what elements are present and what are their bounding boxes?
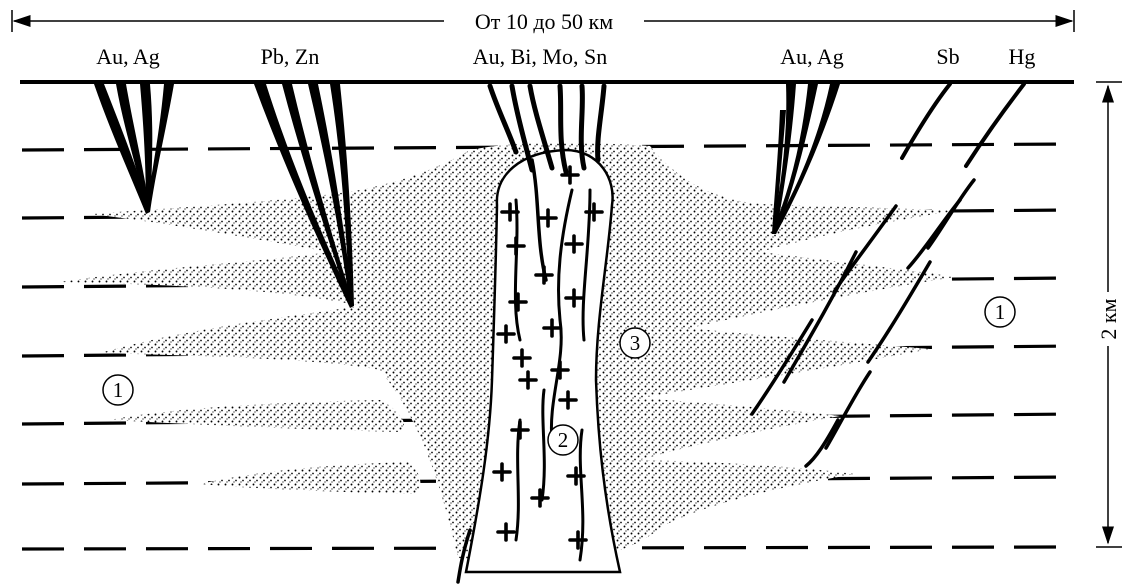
alteration-tongue [110, 400, 404, 432]
label-au-ag-left: Au, Ag [96, 44, 160, 69]
zone-number: 3 [630, 331, 641, 355]
zone-number: 1 [113, 378, 124, 402]
label-sb: Sb [936, 44, 959, 69]
zone-marker-host-rocks-left: 1 [103, 375, 133, 405]
depth-scale-label: 2 км [1096, 298, 1121, 339]
zone-marker-alteration-halo: 3 [620, 328, 650, 358]
label-pb-zn: Pb, Zn [261, 44, 320, 69]
zone-marker-intrusion: 2 [548, 425, 578, 455]
label-au-bi-mo-sn: Au, Bi, Mo, Sn [473, 44, 607, 69]
zone-number: 2 [558, 428, 569, 452]
zone-number: 1 [995, 300, 1006, 324]
alteration-tongue [200, 462, 420, 494]
depth-scale: 2 км [1096, 82, 1122, 547]
element-labels: Au, Ag Pb, Zn Au, Bi, Mo, Sn Au, Ag Sb H… [96, 44, 1035, 69]
zone-marker-host-rocks-right: 1 [985, 297, 1015, 327]
label-au-ag-right: Au, Ag [780, 44, 844, 69]
width-scale: От 10 до 50 км [12, 9, 1074, 34]
width-scale-label: От 10 до 50 км [475, 9, 613, 34]
label-hg: Hg [1009, 44, 1036, 69]
